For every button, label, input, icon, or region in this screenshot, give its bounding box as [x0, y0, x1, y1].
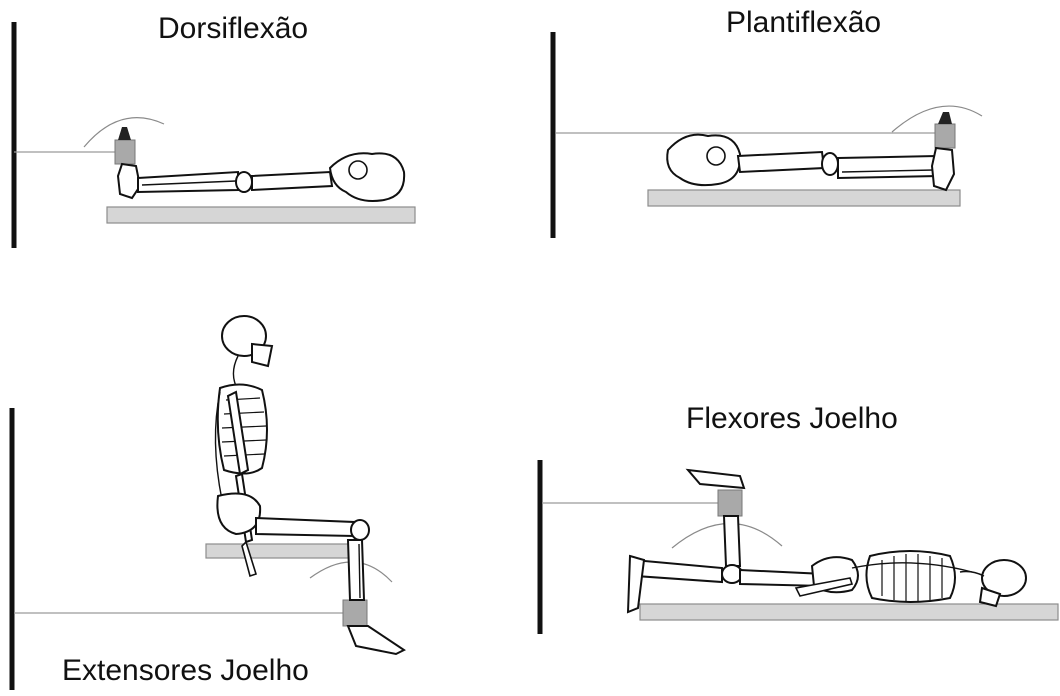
fibula-line — [359, 544, 360, 598]
exam-table — [648, 190, 960, 206]
dynamometer-pad — [935, 124, 955, 148]
hip-joint — [349, 161, 367, 179]
cervical-spine — [960, 572, 984, 577]
pelvis — [667, 135, 740, 186]
skeleton-supine — [118, 153, 404, 201]
plantarflexion-panel — [553, 32, 982, 238]
foot-bones — [348, 626, 404, 654]
dynamometer-pad — [115, 140, 135, 164]
knee-extensors-panel — [12, 316, 404, 690]
toes — [118, 127, 131, 140]
dorsiflexion-panel — [14, 22, 415, 248]
foot-bones-raised — [688, 470, 744, 488]
knee — [236, 172, 252, 192]
jaw — [252, 344, 272, 366]
tibia — [838, 156, 938, 178]
hip-joint — [707, 147, 725, 165]
foot-bones — [932, 148, 954, 190]
foot-bones — [118, 164, 140, 198]
knee — [351, 520, 369, 540]
skeleton-prone — [628, 470, 1026, 612]
femur — [252, 172, 332, 190]
femur — [256, 518, 354, 536]
knee — [822, 153, 838, 175]
exam-seat — [206, 544, 354, 558]
tibia — [348, 540, 364, 600]
skeleton-supine — [667, 135, 954, 190]
dynamometer-pad — [343, 600, 367, 626]
toes — [938, 112, 952, 124]
pelvis — [330, 153, 404, 201]
femur — [740, 570, 824, 586]
tibia-raised — [724, 516, 740, 566]
pelvis — [217, 494, 260, 534]
dynamometer-pad — [718, 490, 742, 516]
exam-table — [107, 207, 415, 223]
femur — [738, 152, 824, 172]
cervical-spine — [233, 356, 238, 386]
left-lower-leg — [634, 560, 722, 582]
skeleton-seated — [215, 316, 404, 654]
knee-flexors-panel — [540, 460, 1058, 634]
